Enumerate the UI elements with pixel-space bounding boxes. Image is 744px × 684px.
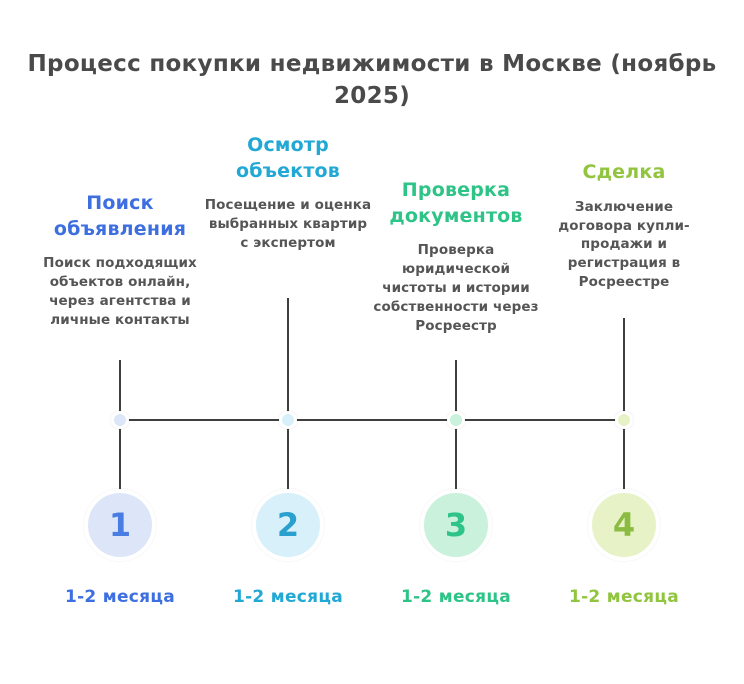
- stage-text-block: Поиск объявления Поиск подходящих объект…: [35, 191, 205, 330]
- stage-number: 1: [108, 506, 132, 544]
- stage-text-block: Осмотр объектов Посещение и оценка выбра…: [203, 133, 373, 253]
- page-title: Процесс покупки недвижимости в Москве (н…: [27, 51, 717, 110]
- stage-duration: 1-2 месяца: [568, 587, 680, 607]
- stage-duration: 1-2 месяца: [64, 587, 176, 607]
- stage-duration: 1-2 месяца: [400, 587, 512, 607]
- stage-column-1: Поиск объявления Поиск подходящих объект…: [35, 0, 205, 684]
- stage-number-circle: 3: [420, 489, 492, 561]
- timeline-node-dot: [447, 411, 465, 429]
- stage-description: Поиск подходящих объектов онлайн, через …: [43, 255, 197, 328]
- timeline-connector: [287, 298, 289, 490]
- stage-column-2: Осмотр объектов Посещение и оценка выбра…: [203, 0, 373, 684]
- stage-number: 2: [276, 506, 300, 544]
- stage-description: Посещение и оценка выбранных квартир с э…: [204, 197, 372, 252]
- stage-number-circle: 1: [84, 489, 156, 561]
- timeline-axis: [120, 419, 624, 421]
- stage-column-4: Сделка Заключение договора купли-продажи…: [539, 0, 709, 684]
- stage-heading: Осмотр объектов: [235, 134, 341, 182]
- timeline-node-dot: [279, 411, 297, 429]
- stage-column-3: Проверка документов Проверка юридической…: [371, 0, 541, 684]
- stage-number: 4: [612, 506, 636, 544]
- stage-number-circle: 4: [588, 489, 660, 561]
- timeline-connector: [623, 318, 625, 490]
- stage-text-block: Проверка документов Проверка юридической…: [371, 178, 541, 336]
- timeline-node-dot: [615, 411, 633, 429]
- stage-number-circle: 2: [252, 489, 324, 561]
- stage-number: 3: [444, 506, 468, 544]
- stage-description: Заключение договора купли-продажи и реги…: [558, 198, 690, 291]
- stage-duration: 1-2 месяца: [232, 587, 344, 607]
- timeline-node-dot: [111, 411, 129, 429]
- stage-heading: Поиск объявления: [53, 192, 187, 240]
- stage-description: Проверка юридической чистоты и истории с…: [373, 242, 539, 334]
- stage-heading: Сделка: [582, 161, 666, 183]
- stage-heading: Проверка документов: [389, 179, 523, 227]
- stage-text-block: Сделка Заключение договора купли-продажи…: [539, 160, 709, 292]
